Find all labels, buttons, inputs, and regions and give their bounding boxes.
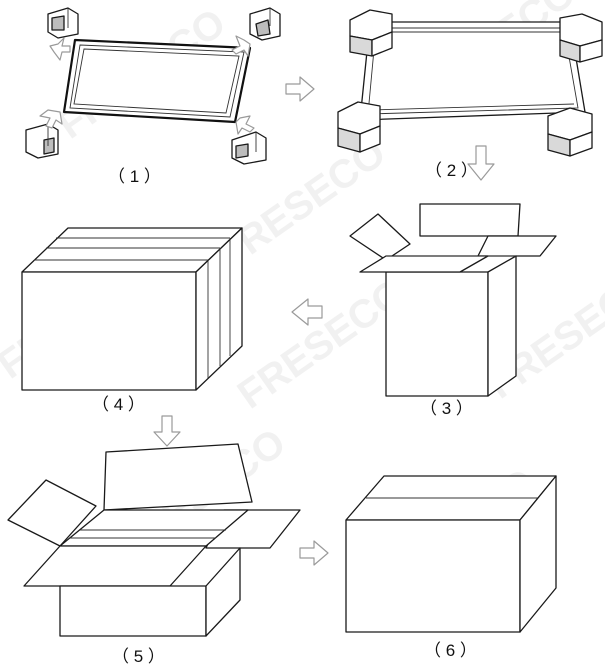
corner-protector-icon	[231, 131, 267, 165]
corner-protector-icon	[349, 9, 393, 57]
box-side-face	[205, 547, 241, 637]
box-side-face	[519, 475, 557, 633]
flow-arrow-icon	[291, 298, 323, 326]
step-4-illustration: （ 4 ）	[21, 227, 243, 414]
flow-arrow-icon	[39, 109, 63, 129]
flow-arrow-icon	[153, 415, 181, 447]
stack-side-face	[195, 227, 243, 391]
panel-inner-edge	[69, 44, 245, 118]
box-front-face	[385, 271, 489, 397]
box-front-face	[345, 519, 521, 633]
box-left-flap	[349, 213, 411, 261]
corner-protector-icon	[47, 7, 79, 39]
step-2-illustration: （ 2 ）	[337, 9, 603, 180]
flow-arrow-icon	[231, 35, 251, 57]
box-right-flap	[477, 235, 557, 257]
step-3-illustration: （ 3 ）	[349, 203, 557, 418]
panel-rail	[359, 21, 586, 121]
panel-outer-frame	[62, 38, 252, 124]
step-label: （ 3 ）	[420, 399, 473, 418]
corner-protector-icon	[25, 123, 59, 159]
box-front-flap	[23, 545, 207, 587]
box-back-flap	[103, 443, 253, 511]
box-side-face	[487, 255, 517, 397]
flow-arrow-icon	[235, 115, 255, 135]
corner-protector-icon	[547, 107, 593, 157]
box-back-flap	[419, 203, 521, 237]
panel-inner-edge	[73, 48, 240, 114]
stack-front-face	[21, 271, 197, 391]
corner-protector-icon	[337, 101, 381, 153]
step-1-illustration: （ 1 ）	[25, 7, 281, 186]
corner-protector-icon	[249, 7, 281, 41]
step-label: （ 1 ）	[108, 167, 161, 186]
flow-arrow-icon	[49, 37, 71, 61]
step-6-illustration: （ 6 ）	[345, 475, 557, 660]
box-front-face	[59, 585, 207, 637]
flow-arrow-icon	[467, 145, 495, 181]
flow-arrow-icon	[299, 540, 329, 566]
step-label: （ 2 ）	[425, 161, 478, 180]
step-label: （ 6 ）	[424, 641, 477, 660]
corner-protector-icon	[559, 13, 603, 63]
step-label: （ 5 ）	[112, 647, 165, 666]
step-label: （ 4 ）	[92, 395, 145, 414]
flow-arrow-icon	[285, 76, 315, 102]
box-left-flap	[7, 479, 97, 547]
panel-rail	[367, 27, 579, 115]
step-5-illustration: （ 5 ）	[7, 443, 301, 666]
box-front-flap	[359, 255, 489, 273]
